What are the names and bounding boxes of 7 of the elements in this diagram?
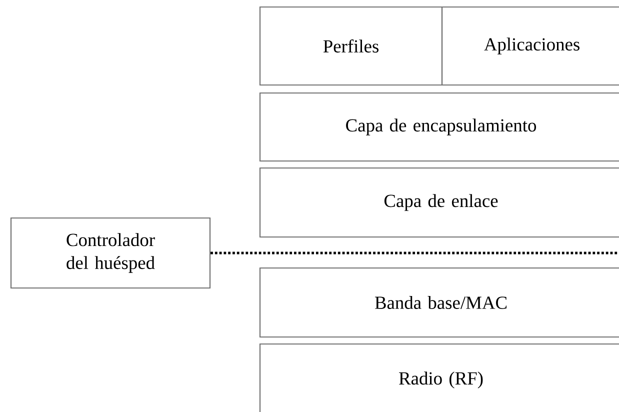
layer-box: Perfiles (259, 6, 443, 86)
controller-box: Controlador del huésped (10, 217, 211, 289)
layer-box: Banda base/MAC (259, 267, 619, 338)
layer-box: Capa de enlace (259, 167, 619, 238)
layer-box: Aplicaciones (441, 6, 619, 86)
layer-box: Capa de encapsulamiento (259, 92, 619, 162)
layer-box: Radio (RF) (259, 343, 619, 412)
